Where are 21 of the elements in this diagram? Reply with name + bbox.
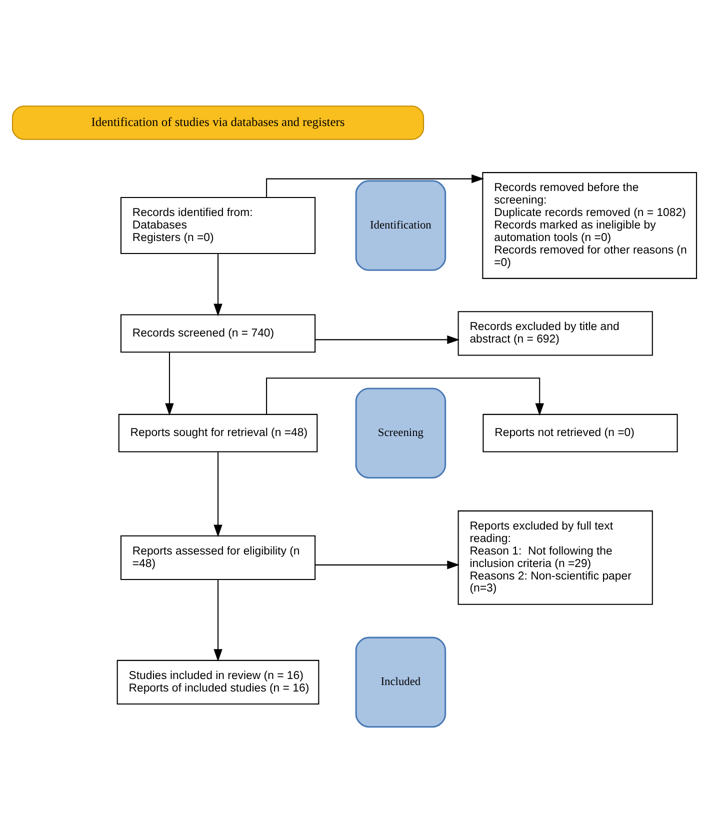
arrow [266,174,484,198]
node-box: Records identified from: Databases Registers (n =0) [120,196,316,254]
node-box: Studies included in review (n = 16) Reports of included studies (n = 16) [116,660,320,705]
node-box: Reports assessed for eligibility (n =48) [120,535,316,580]
node-box: Reports sought for retrieval (n =48) [118,414,318,452]
arrow [315,335,460,344]
node-box: Records screened (n = 740) [120,314,316,353]
arrow [214,580,222,662]
arrow [165,352,174,416]
arrow [214,452,222,538]
node-box: Identification [355,180,446,271]
node-box: Included [355,636,446,728]
arrow [266,378,544,416]
node-box: Identification of studies via databases and registers [12,106,424,140]
arrow [214,254,222,316]
arrow [315,560,460,570]
node-box: Screening [355,388,446,479]
node-box: Records removed before the screening: Duplicate records removed (n = 1082) Records marked as ineligible by automation tools (n =0) Records removed for other reasons (n =0) [482,172,698,279]
node-box: Reports excluded by full text reading: Reason 1: Not following the inclusion criteria (n =29) Reasons 2: Non-scientific paper (n=3) [458,510,653,605]
node-box: Reports not retrieved (n =0) [482,414,678,452]
node-box: Records excluded by title and abstract (n = 692) [458,311,653,356]
